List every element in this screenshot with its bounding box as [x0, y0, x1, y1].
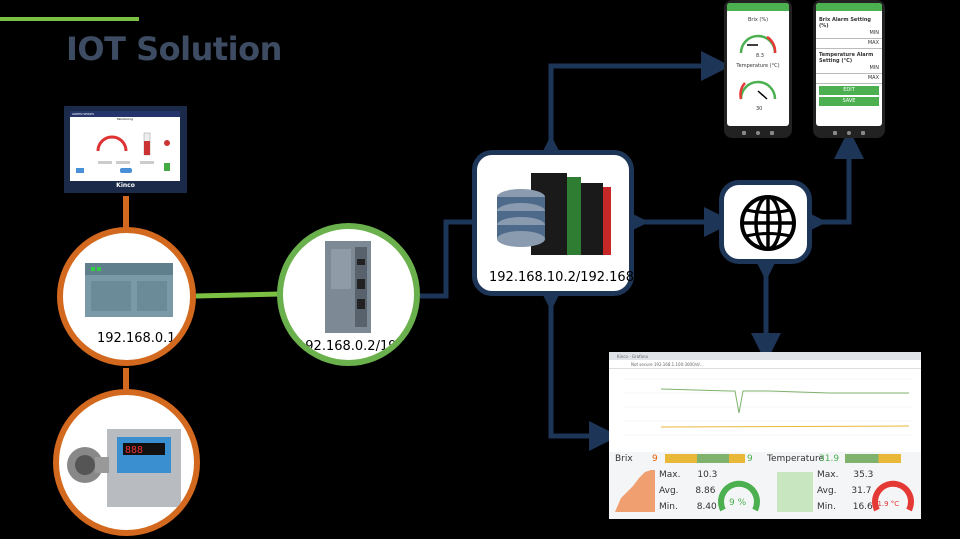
- url-field[interactable]: Not secure 192.168.1.100:3000/d/...: [631, 362, 704, 367]
- phone-appbar: [816, 3, 882, 11]
- nav-home-icon[interactable]: [847, 131, 851, 135]
- plc-icon: [85, 263, 173, 317]
- phone-temp-label: Temperature (°C): [736, 63, 780, 69]
- server-phone-link: [536, 51, 731, 165]
- browser-addressbar: Not secure 192.168.1.100:3000/d/...: [609, 360, 921, 369]
- phone-settings: Brix Alarm Setting (%) MIN MAX Temperatu…: [813, 0, 885, 138]
- brix-max-label: Max.: [659, 470, 681, 480]
- temp-min-field[interactable]: MIN: [816, 64, 882, 74]
- phone-monitor: Brix (%) 8.3 Temperature (°C) 30: [724, 0, 792, 138]
- brix-current: 9: [652, 454, 658, 464]
- temp-gauge: [872, 480, 914, 512]
- internet-phone-link: [797, 129, 864, 237]
- hmi-series: GREEN SERIES: [70, 111, 180, 117]
- nav-recent-icon[interactable]: [861, 131, 865, 135]
- brix-avg-label: Avg.: [659, 486, 679, 496]
- gateway-server-link: [420, 219, 474, 299]
- temp-alarm-label: Temperature Alarm Setting (°C): [819, 52, 874, 64]
- nav-back-icon[interactable]: [833, 131, 837, 135]
- plc-gateway-link: [195, 291, 281, 299]
- nav-home-icon[interactable]: [756, 131, 760, 135]
- accent-bar: [0, 17, 139, 21]
- temp-max-field[interactable]: MAX: [816, 74, 882, 84]
- brix-big: 9: [747, 454, 753, 464]
- brix-min-field[interactable]: MIN: [816, 29, 882, 39]
- brix-label: Brix: [615, 454, 633, 464]
- temp-min: 16.6: [852, 502, 873, 512]
- temp-min-label: Min.: [817, 502, 836, 512]
- temp-gauge-value: 31.9 °C: [873, 500, 900, 508]
- server-dashboard-link: [536, 281, 619, 451]
- brix-min-label: Min.: [659, 502, 678, 512]
- brix-avg: 8.86: [695, 486, 716, 496]
- plc-node: 192.168.0.1: [57, 227, 196, 366]
- phone-brix-gauge: [739, 34, 777, 54]
- phone-temp-gauge: [739, 80, 777, 100]
- brix-max: 10.3: [697, 470, 718, 480]
- server-icon: [497, 173, 611, 255]
- temp-max-label: Max.: [817, 470, 839, 480]
- brix-sparkline: [615, 470, 655, 512]
- brix-max-field[interactable]: MAX: [816, 39, 882, 49]
- temp-max: 35.3: [853, 470, 874, 480]
- phone-appbar: [727, 3, 789, 11]
- svg-text:888: 888: [125, 445, 143, 456]
- gateway-node: 192.168.0.2/192.168.1.1: [277, 223, 420, 366]
- nav-back-icon[interactable]: [742, 131, 746, 135]
- hmi-header: Monitoring: [116, 117, 134, 121]
- gateway-ip: 192.168.0.2/192.168.1.1: [297, 339, 418, 354]
- phone-settings-screen: Brix Alarm Setting (%) MIN MAX Temperatu…: [816, 3, 882, 126]
- browser-tabbar: Kinco - Grafana: [609, 352, 921, 360]
- phone-monitor-screen: Brix (%) 8.3 Temperature (°C) 30: [727, 3, 789, 126]
- edit-button[interactable]: EDIT: [819, 86, 879, 95]
- temp-sparkbar: [845, 454, 901, 463]
- stats-panel: Brix 9 9 Temperature 31.9 Max. 10.3 Avg.…: [609, 452, 921, 519]
- phone-temp-value: 30: [756, 106, 763, 112]
- brix-gauge: [718, 480, 760, 512]
- brix-alarm-label: Brix Alarm Setting (%): [819, 17, 871, 29]
- brix-min: 8.40: [696, 502, 717, 512]
- temp-avg-label: Avg.: [817, 486, 837, 496]
- hmi-screen: GREEN SERIES Monitoring: [70, 111, 180, 181]
- dashboard-browser: Kinco - Grafana Not secure 192.168.1.100…: [609, 352, 921, 519]
- sensor-node: 888: [53, 389, 200, 536]
- server-ip: 192.168.10.2/192.168.1.2: [489, 270, 659, 285]
- temp-current: 31.9: [819, 454, 840, 464]
- phone-brix-label: Brix (%): [747, 17, 769, 23]
- temp-stats: Max. 35.3 Avg. 31.7 Min. 16.6: [817, 470, 873, 512]
- phone-brix-value: 8.3: [756, 53, 764, 59]
- brix-gauge-value: 9 %: [729, 498, 747, 508]
- plc-ip: 192.168.0.1: [97, 331, 176, 346]
- brix-sparkbar: [665, 454, 745, 463]
- gateway-icon: [325, 241, 371, 333]
- brix-stats: Max. 10.3 Avg. 8.86 Min. 8.40: [659, 470, 717, 512]
- nav-recent-icon[interactable]: [770, 131, 774, 135]
- sensor-icon: 888: [67, 429, 181, 507]
- hmi-brand: Kinco: [116, 182, 135, 189]
- save-button[interactable]: SAVE: [819, 97, 879, 106]
- temp-avg: 31.7: [851, 486, 872, 496]
- browser-tab[interactable]: Kinco - Grafana: [617, 354, 648, 359]
- internet-node: [719, 180, 812, 264]
- page-title: IOT Solution: [66, 30, 282, 68]
- temp-label: Temperature: [767, 454, 825, 464]
- timeseries-chart: [623, 378, 913, 436]
- globe-icon: [740, 195, 796, 251]
- hmi-panel: GREEN SERIES Monitoring Kinco: [64, 106, 187, 193]
- hmi-gauges: [76, 132, 170, 173]
- temp-sparkline: [777, 472, 813, 512]
- server-node: 192.168.10.2/192.168.1.2: [472, 150, 659, 296]
